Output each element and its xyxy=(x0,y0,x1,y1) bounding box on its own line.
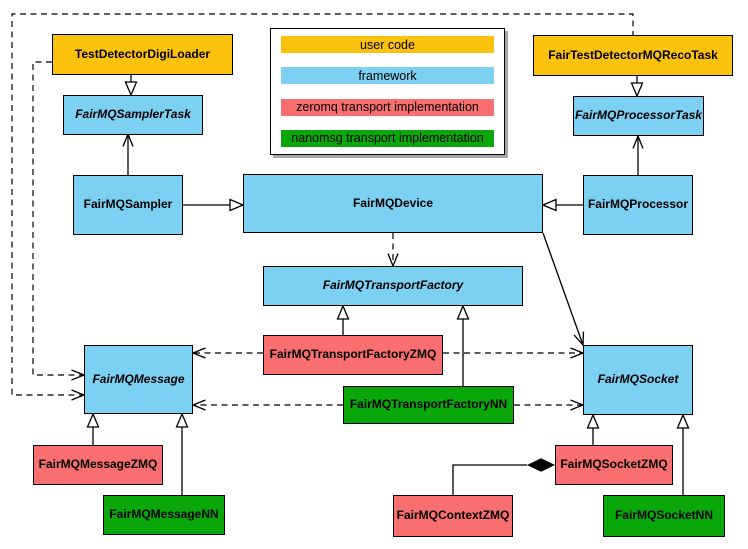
edge-socketzmq-contextzmq xyxy=(452,464,527,495)
node-fairmqsamplertask: FairMQSamplerTask xyxy=(63,95,203,135)
legend-item-user-code: user code xyxy=(281,36,494,53)
legend-item-nanomsg: nanomsg transport implementation xyxy=(281,129,494,147)
node-fairmqprocessortask: FairMQProcessorTask xyxy=(573,96,704,136)
legend-item-framework: framework xyxy=(281,67,494,85)
edge-recotask-message xyxy=(11,13,634,395)
node-fairmqprocessor: FairMQProcessor xyxy=(583,175,693,235)
edge-digiloader-message xyxy=(32,61,84,375)
node-fairmqtransportfactory: FairMQTransportFactory xyxy=(263,266,523,306)
node-fairmqtransportfactorynn: FairMQTransportFactoryNN xyxy=(343,386,514,424)
node-fairmqdevice: FairMQDevice xyxy=(243,174,543,233)
edge-device-socket xyxy=(542,232,583,345)
node-fairmqmessagezmq: FairMQMessageZMQ xyxy=(33,445,163,485)
node-testdetectordigiloader: TestDetectorDigiLoader xyxy=(52,34,233,75)
composition-diamond xyxy=(527,458,555,472)
node-fairmqmessage: FairMQMessage xyxy=(84,345,193,414)
node-fairmqsocketnn: FairMQSocketNN xyxy=(603,495,725,537)
node-fairmqsocketzmq: FairMQSocketZMQ xyxy=(555,445,673,485)
node-fairmqmessagenn: FairMQMessageNN xyxy=(103,495,225,535)
legend: user code framework zeromq transport imp… xyxy=(270,28,505,155)
node-fairmqsocket: FairMQSocket xyxy=(583,345,693,415)
node-fairmqcontextzmq: FairMQContextZMQ xyxy=(393,495,513,537)
node-fairmqsampler: FairMQSampler xyxy=(73,175,183,235)
node-fairmqtransportfactoryzmq: FairMQTransportFactoryZMQ xyxy=(263,335,443,375)
legend-item-zeromq: zeromq transport implementation xyxy=(281,98,494,116)
node-fairtestdetectormqrecotask: FairTestDetectorMQRecoTask xyxy=(533,35,733,76)
